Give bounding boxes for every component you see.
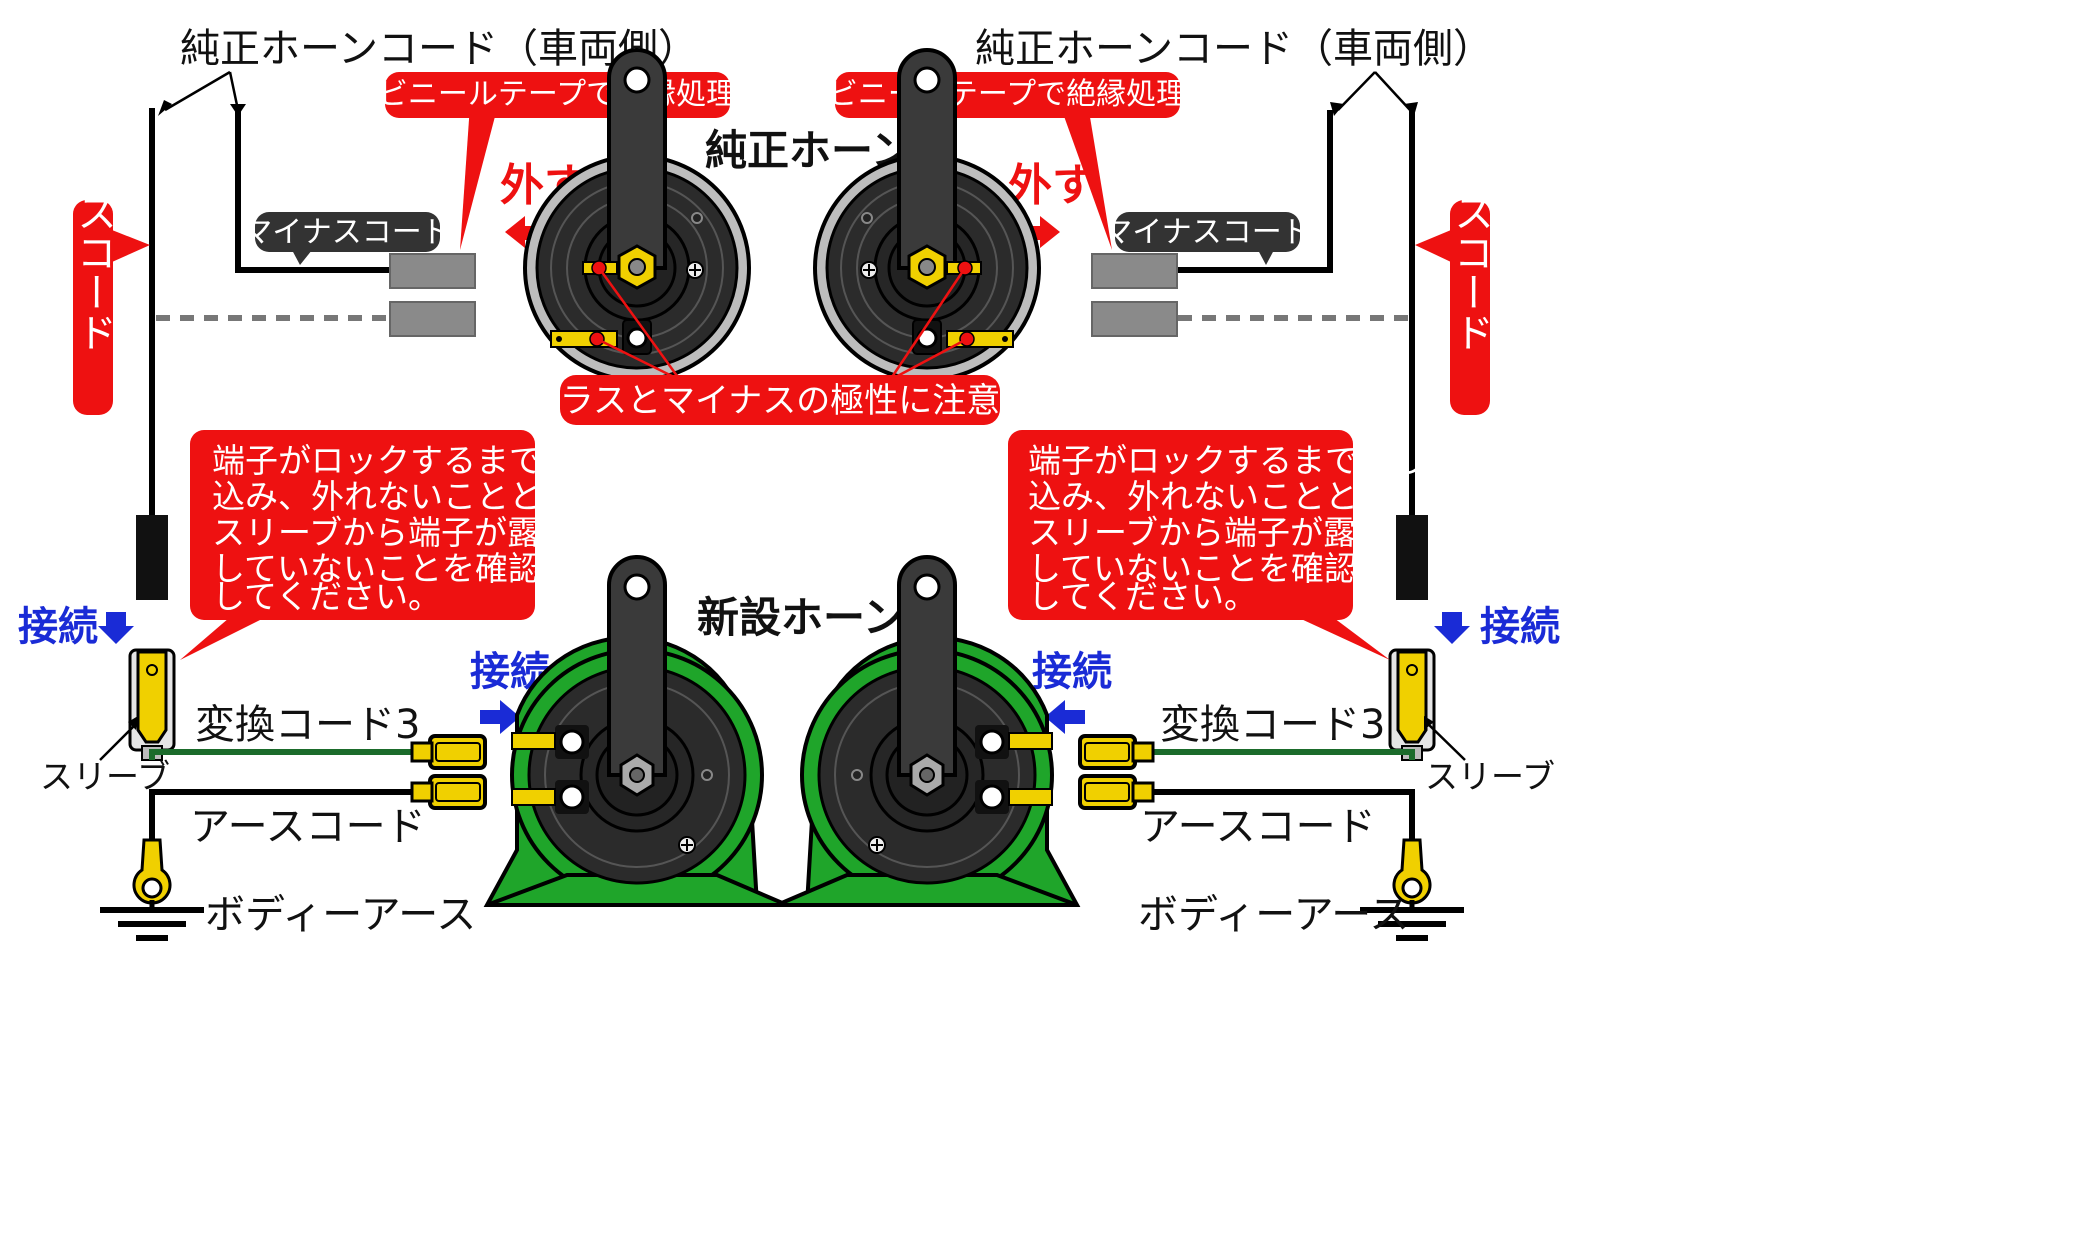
- earth-cord-label-left: アースコード: [190, 804, 426, 850]
- plus-wire-end-right: [1396, 515, 1428, 600]
- minus-wire-right: [1178, 110, 1333, 273]
- svg-text:してください。: してください。: [1028, 577, 1257, 616]
- sleeve-terminal-left: [128, 648, 176, 762]
- blue-down-arrow-icon: [98, 612, 134, 644]
- svg-text:プラスコード: プラスコード: [70, 112, 116, 352]
- svg-text:スリーブから端子が露出: スリーブから端子が露出: [212, 513, 573, 552]
- sleeve-label-right: スリーブ: [1425, 757, 1555, 796]
- plus-connector-left: [389, 301, 476, 337]
- earth-wire-right: [1135, 789, 1415, 860]
- minus-connector-right: [1091, 253, 1178, 289]
- remove-label-right: 外す: [1008, 160, 1096, 211]
- svg-text:していないことを確認: していないことを確認: [1028, 549, 1357, 588]
- blue-left-arrow-icon: [1045, 700, 1085, 734]
- oem-cord-label-right: 純正ホーンコード（車両側）: [975, 26, 1493, 72]
- svg-text:ビニールテープで絶縁処理: ビニールテープで絶縁処理: [828, 77, 1186, 112]
- minus-connector-left: [389, 253, 476, 289]
- minus-wire-left: [235, 110, 390, 273]
- body-earth-label-left: ボディーアース: [205, 892, 476, 938]
- minus-cord-pill-left: マイナスコード: [242, 212, 452, 265]
- connect-label-left-top: 接続: [18, 604, 98, 650]
- right-side: 純正ホーンコード（車両側） マイナスコード ビニールテープで絶縁処理 外す プラ…: [828, 26, 1560, 938]
- svg-text:スリーブから端子が露出: スリーブから端子が露出: [1028, 513, 1389, 552]
- connect-label-right-top: 接続: [1480, 604, 1560, 650]
- plus-cord-callout-left: プラスコード: [70, 112, 150, 415]
- earth-cord-label-right: アースコード: [1140, 804, 1376, 850]
- conversion-cord-label-right: 変換コード3: [1160, 702, 1385, 748]
- blue-down-arrow-icon-right: [1434, 612, 1470, 644]
- blue-right-arrow-icon: [480, 700, 520, 734]
- svg-text:マイナスコード: マイナスコード: [1102, 215, 1311, 250]
- svg-text:していないことを確認: していないことを確認: [212, 549, 541, 588]
- spade-connector-right-1: [1078, 734, 1155, 770]
- new-horn-title: 新設ホーン: [697, 593, 905, 642]
- polarity-callout: プラスとマイナスの極性に注意！: [526, 375, 1035, 425]
- plus-wire-end-left: [136, 515, 168, 600]
- svg-text:込み、外れないことと、: 込み、外れないことと、: [212, 477, 574, 516]
- svg-text:してください。: してください。: [212, 577, 441, 616]
- plus-connector-right: [1091, 301, 1178, 337]
- svg-text:マイナスコード: マイナスコード: [242, 215, 451, 250]
- plus-cord-callout-right: プラスコード: [1415, 112, 1493, 415]
- svg-text:プラスとマイナスの極性に注意！: プラスとマイナスの極性に注意！: [526, 381, 1035, 421]
- ground-symbol-icon: [100, 910, 204, 938]
- left-side: 純正ホーンコード（車両側） マイナスコード ビニールテープで絶縁処理 外す: [18, 26, 736, 938]
- body-earth-label-right: ボディーアース: [1138, 892, 1409, 938]
- lock-note-callout-left: 端子がロックするまで押し 込み、外れないことと、 スリーブから端子が露出 してい…: [180, 430, 608, 660]
- svg-text:プラスコード: プラスコード: [1447, 112, 1493, 352]
- lock-note-callout-right: 端子がロックするまで押し 込み、外れないことと、 スリーブから端子が露出 してい…: [1008, 430, 1424, 660]
- ring-terminal-left: [132, 838, 172, 905]
- sleeve-terminal-right: [1388, 648, 1436, 762]
- conversion-wire-left: [149, 749, 430, 760]
- svg-text:ビニールテープで絶縁処理: ビニールテープで絶縁処理: [378, 77, 736, 112]
- spade-connector-left-1: [410, 734, 487, 770]
- connect-label-right-horn: 接続: [1032, 649, 1112, 695]
- svg-text:端子がロックするまで押し: 端子がロックするまで押し: [1028, 441, 1424, 480]
- minus-cord-pill-right: マイナスコード: [1102, 212, 1312, 265]
- sleeve-label-left: スリーブ: [40, 757, 170, 796]
- conversion-cord-label-left: 変換コード3: [195, 702, 420, 748]
- svg-text:端子がロックするまで押し: 端子がロックするまで押し: [212, 441, 608, 480]
- center: 純正ホーン プラスとマイナスの極性に注意！ 新設ホーン: [485, 48, 1079, 907]
- svg-text:込み、外れないことと、: 込み、外れないことと、: [1028, 477, 1390, 516]
- conversion-wire-right: [1135, 749, 1415, 760]
- earth-wire-left: [149, 789, 430, 860]
